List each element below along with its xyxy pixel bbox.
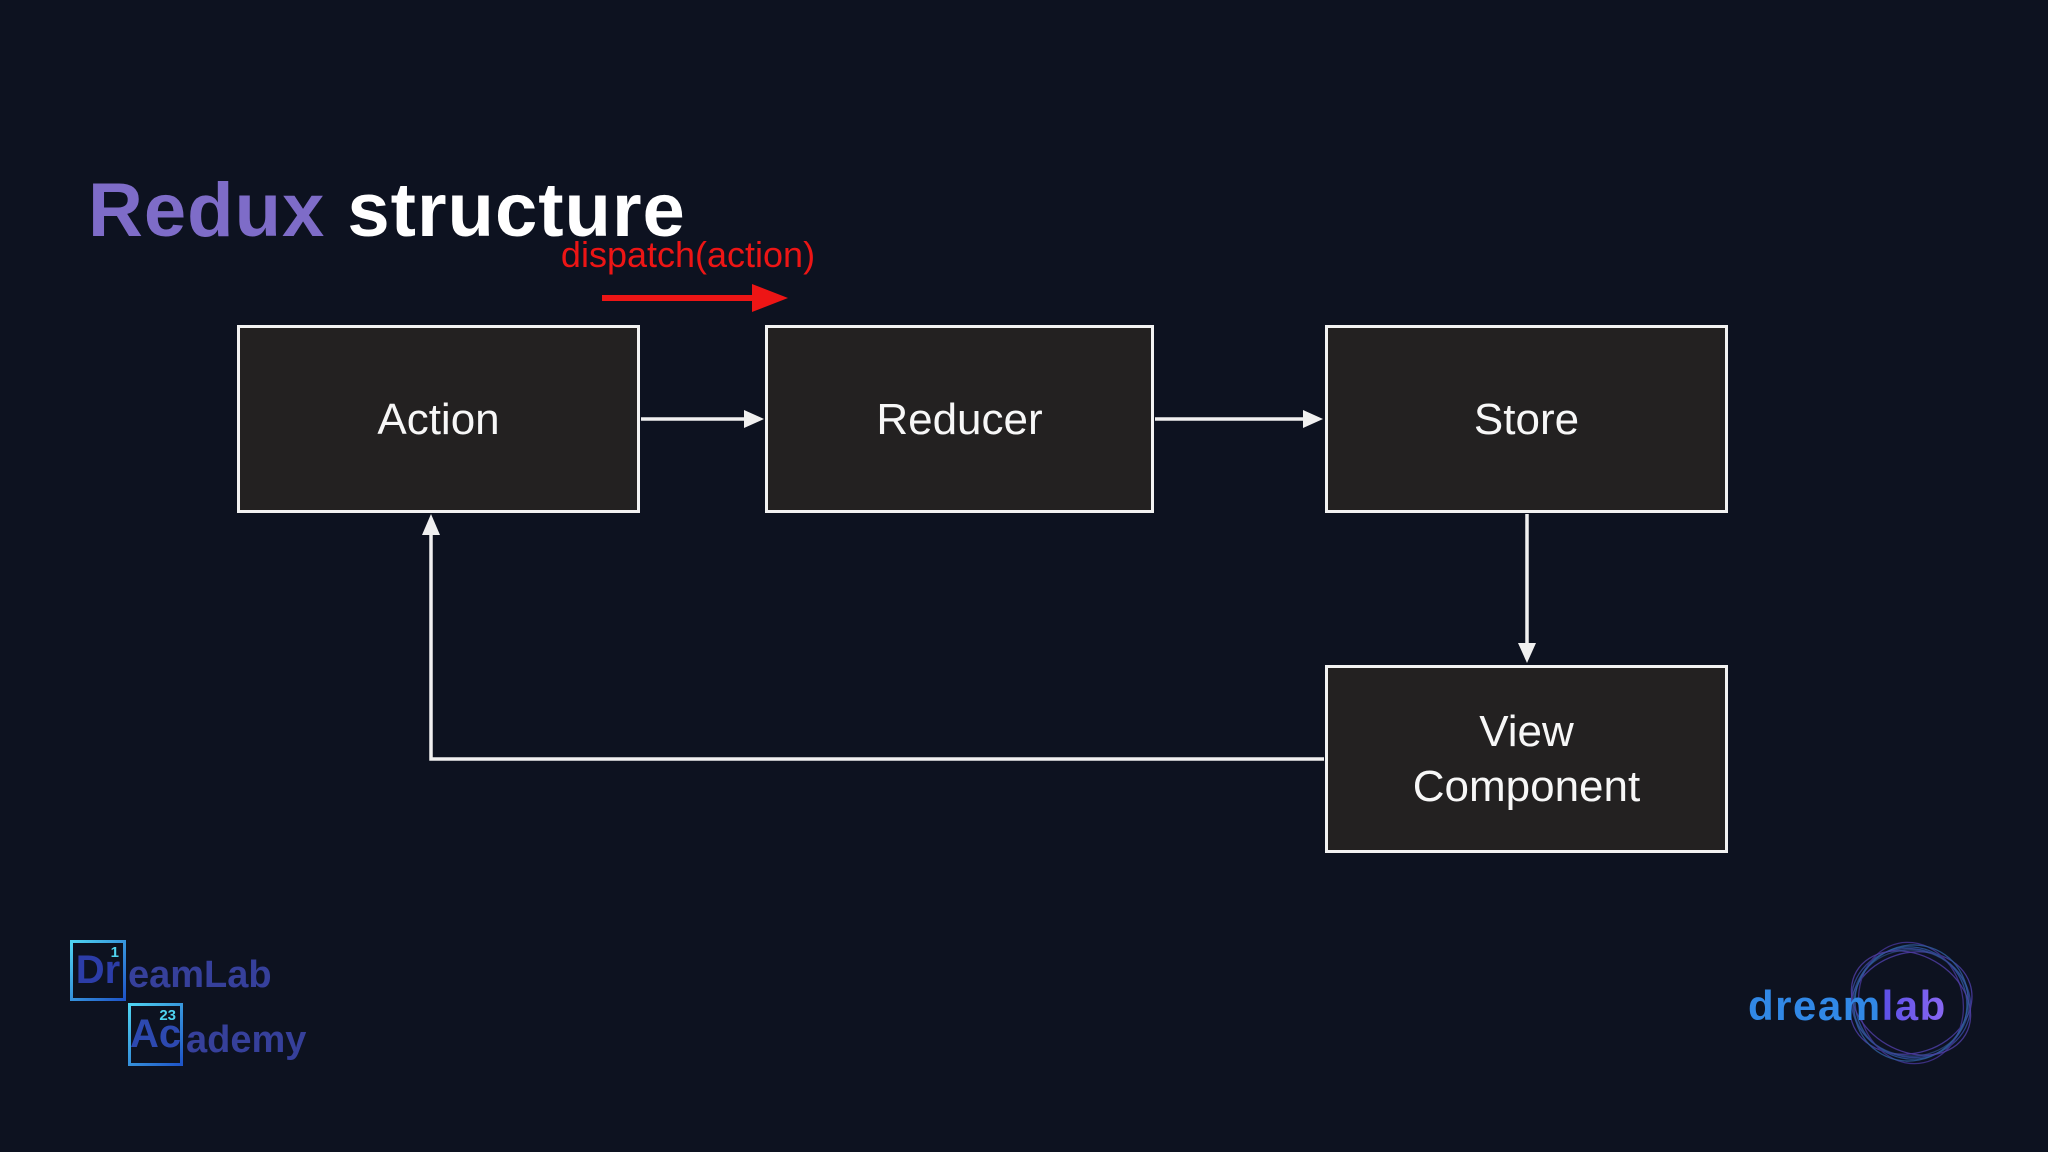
dreamlab-word-dream: dream — [1748, 982, 1882, 1029]
dispatch-action-label: dispatch(action) — [560, 234, 816, 275]
title-rest: structure — [325, 167, 686, 253]
dreamlab-sphere-icon — [1849, 941, 1973, 1065]
node-reducer: Reducer — [765, 325, 1154, 513]
element-box-ac-icon: Ac 23 — [128, 1003, 183, 1066]
node-store: Store — [1325, 325, 1728, 513]
page-title: Redux structure — [88, 171, 686, 251]
dispatch-arrow-icon — [602, 284, 788, 312]
arrow-reducer-to-store — [1155, 410, 1323, 428]
academy-word-ademy: ademy — [186, 1019, 307, 1061]
dreamlab-wordmark: dreamlab — [1748, 982, 1947, 1030]
element-symbol: Dr — [75, 948, 121, 992]
dreamlab-word-lab: lab — [1881, 982, 1947, 1029]
arrow-view-to-action — [422, 514, 1324, 761]
element-box-dr-icon: Dr 1 — [70, 940, 126, 1001]
element-symbol: Ac — [129, 1012, 182, 1056]
academy-word-eamlab: eamLab — [128, 954, 272, 996]
element-number: 1 — [110, 944, 119, 961]
arrow-action-to-reducer — [641, 410, 764, 428]
node-action: Action — [237, 325, 640, 513]
node-view-component: View Component — [1325, 665, 1728, 853]
title-highlight: Redux — [88, 167, 326, 253]
arrow-store-to-view — [1518, 514, 1536, 663]
element-number: 23 — [159, 1007, 176, 1024]
